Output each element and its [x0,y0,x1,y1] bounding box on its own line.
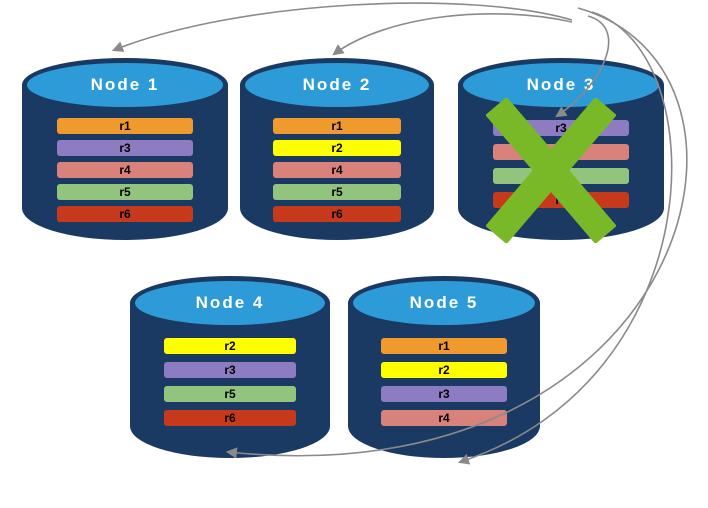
node-5-replica-list: r1 r2 r3 r4 [380,338,508,426]
replica-bar-r6: r6 [272,206,402,222]
replica-bar-r4: r4 [57,162,193,178]
replica-bar-r1: r1 [272,118,402,134]
node-failure-x-mark [485,96,617,245]
node-1-replica-list: r1 r3 r4 r5 r6 [57,118,193,222]
replica-bar-r5: r5 [164,386,296,402]
node-4-label: Node 4 [195,293,265,312]
arrow-node3-to-node1 [111,2,573,52]
replica-bar-r4: r4 [272,162,402,178]
node-1-label: Node 1 [90,75,160,94]
node-4-replica-list: r2 r3 r5 r6 [164,338,296,426]
node-2-replica-list: r1 r2 r4 r5 r6 [272,118,402,222]
replica-bar-r1: r1 [380,338,508,354]
node-5: Node 5 r1 r2 r3 r4 [348,276,540,458]
node-2: Node 2 r1 r2 r4 r5 r6 [240,58,434,240]
replica-bar-r2: r2 [164,338,296,354]
node-1: Node 1 r1 r3 r4 r5 r6 [22,58,228,240]
replica-bar-r2: r2 [272,140,402,156]
node-3-label: Node 3 [526,75,596,94]
replica-bar-r6: r6 [164,410,296,426]
replica-bar-r3: r3 [164,362,296,378]
replica-bar-r1: r1 [57,118,193,134]
node-5-label: Node 5 [409,293,479,312]
node-4-cylinder-top: Node 4 [130,276,330,330]
node-1-cylinder-top: Node 1 [22,58,228,112]
arrow-node3-to-node2 [332,12,573,56]
replica-bar-r6: r6 [57,206,193,222]
replica-bar-r5: r5 [272,184,402,200]
node-5-cylinder-top: Node 5 [348,276,540,330]
replica-bar-r5: r5 [57,184,193,200]
node-2-label: Node 2 [302,75,372,94]
replica-bar-r3: r3 [57,140,193,156]
replica-bar-r2: r2 [380,362,508,378]
replica-bar-r3: r3 [380,386,508,402]
node-4: Node 4 r2 r3 r5 r6 [130,276,330,458]
replica-bar-r4: r4 [380,410,508,426]
node-2-cylinder-top: Node 2 [240,58,434,112]
node-3: Node 3 r3 r4 r5 r6 [458,58,664,245]
